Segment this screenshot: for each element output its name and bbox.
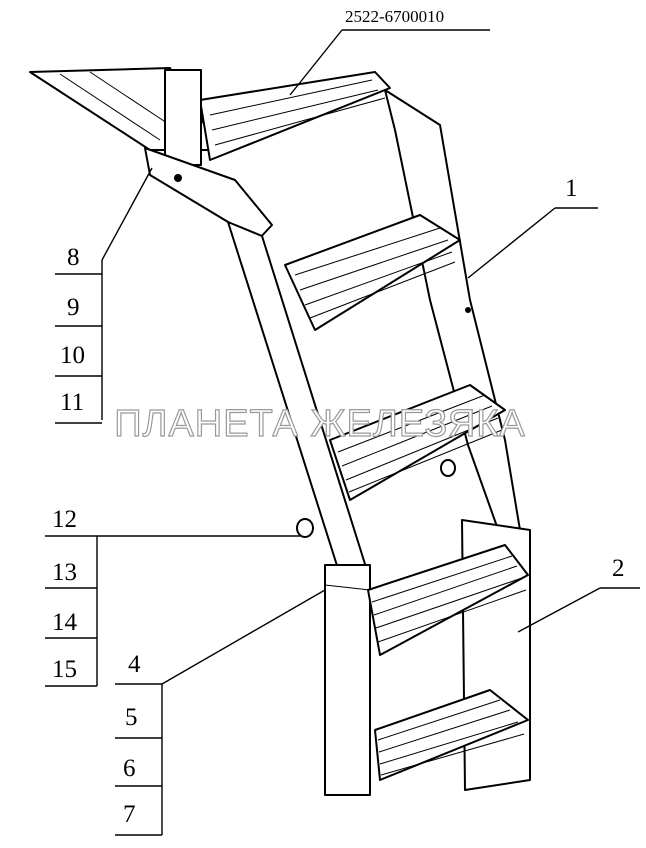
callout-11-label: 11 (60, 389, 84, 416)
step-1 (284, 214, 461, 331)
assembly-code: 2522-6700010 (345, 7, 444, 26)
callout-1: 1 (467, 175, 598, 279)
callout-stack-4-7: 4 5 6 7 (115, 589, 326, 836)
callout-6-label: 6 (123, 755, 136, 782)
assembly-code-callout: 2522-6700010 (289, 7, 490, 96)
left-stringer (227, 221, 371, 796)
callout-15-label: 15 (52, 656, 77, 683)
callout-14-label: 14 (52, 609, 78, 636)
callout-2: 2 (517, 555, 640, 633)
callout-2-label: 2 (612, 555, 625, 582)
callout-7-label: 7 (123, 801, 136, 828)
callout-stack-12-15: 12 13 14 15 (45, 506, 300, 687)
callout-stack-8-11: 8 9 10 11 (55, 167, 153, 424)
callout-1-label: 1 (565, 175, 578, 202)
callout-5-label: 5 (125, 704, 138, 731)
bolt-right (440, 459, 456, 477)
top-bracket (144, 147, 273, 241)
callout-8-label: 8 (67, 244, 80, 271)
vertical-post (164, 69, 202, 166)
deck-platform (29, 67, 391, 166)
left-lower-plate (324, 564, 371, 796)
callout-10-label: 10 (60, 342, 85, 369)
callout-4-label: 4 (128, 651, 141, 678)
step-4 (374, 689, 529, 781)
watermark: ПЛАНЕТА ЖЕЛЕЗЯКА (114, 403, 526, 445)
callout-13-label: 13 (52, 559, 77, 586)
bolt-12 (296, 518, 314, 538)
step-2 (329, 384, 506, 501)
step-3 (367, 544, 529, 656)
callout-12-label: 12 (52, 506, 77, 533)
callout-9-label: 9 (67, 294, 80, 321)
